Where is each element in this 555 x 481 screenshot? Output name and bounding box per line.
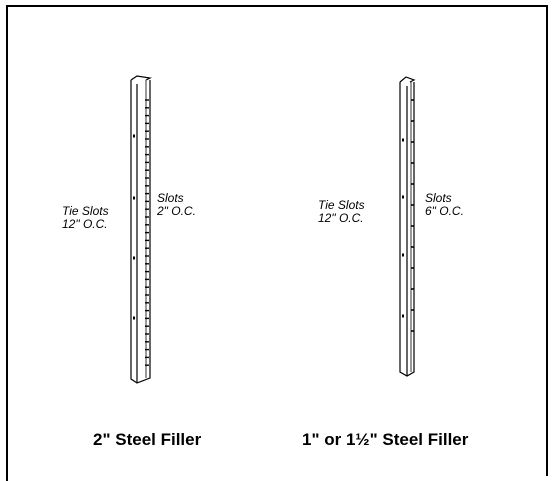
left-filler-tie-slots: [133, 134, 135, 320]
tie-slot-mark: [133, 134, 135, 138]
left-tie-slots-line1: Tie Slots: [62, 204, 109, 218]
right-filler-slots: [411, 99, 414, 332]
tie-slot-mark: [133, 256, 135, 260]
left-filler-slots: [145, 99, 149, 366]
left-slots-line1: Slots: [157, 191, 184, 205]
frame-edge: [6, 474, 8, 481]
left-tie-slots-line2: 12" O.C.: [62, 217, 108, 231]
tie-slot-mark: [402, 195, 404, 199]
right-slots-line1: Slots: [425, 191, 452, 205]
tie-slot-mark: [402, 138, 404, 142]
tie-slot-mark: [402, 314, 404, 318]
right-filler-tie-slots: [402, 138, 404, 318]
right-filler-channel: [399, 76, 416, 377]
left-slots-line2: 2" O.C.: [157, 204, 196, 218]
left-filler-caption: 2" Steel Filler: [93, 430, 202, 449]
right-slots-line2: 6" O.C.: [425, 204, 464, 218]
tie-slot-mark: [402, 253, 404, 257]
tie-slot-mark: [133, 196, 135, 200]
tie-slot-mark: [133, 316, 135, 320]
right-tie-slots-line1: Tie Slots: [318, 198, 365, 212]
figure-frame: [6, 5, 548, 476]
right-tie-slots-line2: 12" O.C.: [318, 211, 364, 225]
left-filler-channel: [130, 75, 152, 384]
right-filler-caption: 1" or 1½" Steel Filler: [302, 430, 469, 449]
